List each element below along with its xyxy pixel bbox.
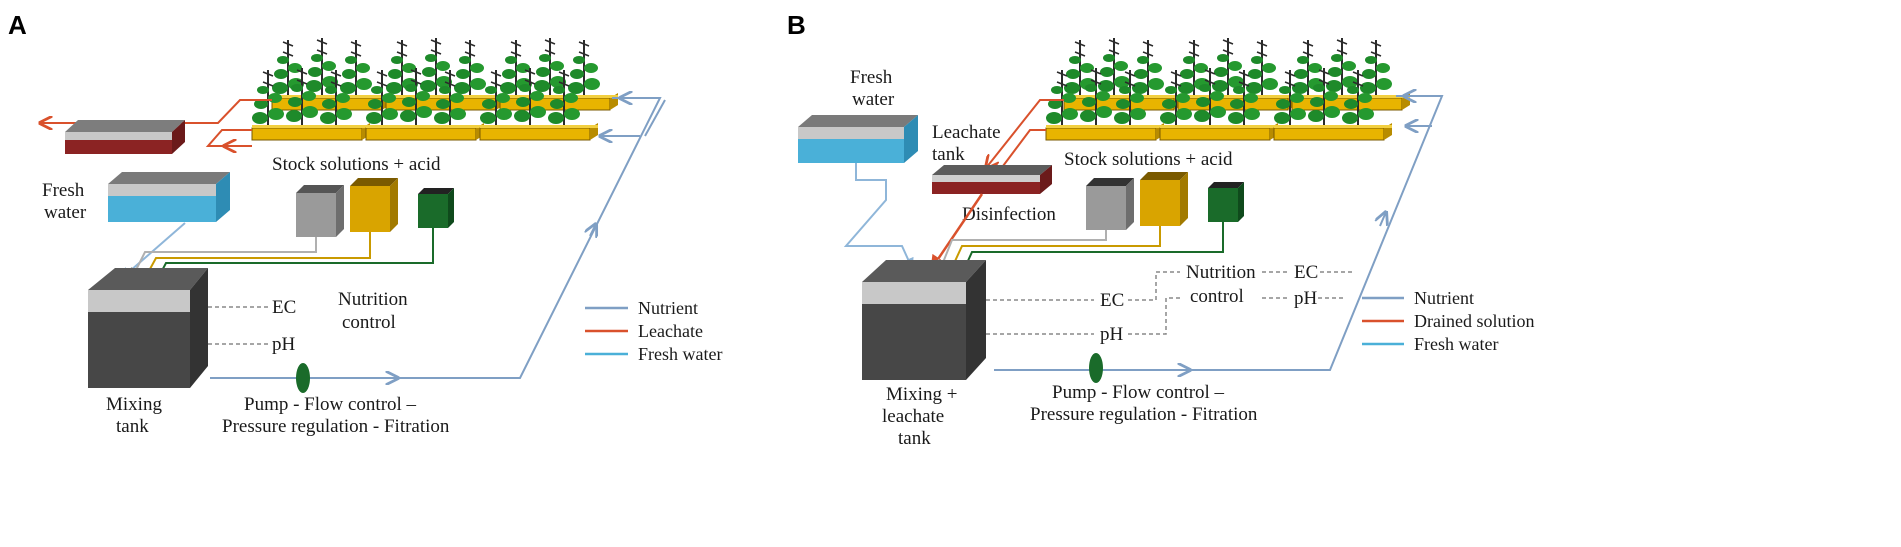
nutrition-control-label-b-1: Nutrition [1186, 262, 1256, 283]
stock-gold-cube-b [1140, 172, 1188, 226]
panel-b-letter: B [787, 10, 806, 40]
leachate-pipe-a [40, 99, 272, 123]
fresh-water-label-b-2: water [852, 89, 895, 110]
mixing-tank-label-a-2: tank [116, 416, 149, 437]
nutrition-control-label-b-2: control [1190, 286, 1244, 307]
mixing-tank-label-b-3: tank [898, 428, 931, 449]
stock-gold-cube-a [350, 178, 398, 232]
plant-trays-a [252, 38, 618, 140]
pump-label-b-1: Pump - Flow control – [1052, 382, 1225, 403]
stock-solutions-label-a: Stock solutions + acid [272, 154, 441, 175]
leachate-tank-a [65, 120, 185, 154]
legend-a-fresh-water: Fresh water [638, 344, 722, 364]
panel-a-letter: A [8, 10, 27, 40]
legend-a-leachate: Leachate [638, 321, 703, 341]
fresh-water-tank-a [108, 172, 230, 222]
panel-a: A [8, 10, 722, 437]
ec-left-label-b: EC [1100, 290, 1124, 311]
stock-gray-cube-a [296, 185, 344, 237]
fresh-water-label-a-2: water [44, 202, 87, 223]
nutrition-control-label-a-2: control [342, 312, 396, 333]
acid-green-cube-a [418, 188, 454, 228]
mixing-leachate-tank-b [862, 260, 986, 380]
leachate-tank-b [932, 165, 1052, 194]
ec-right-label-b: EC [1294, 262, 1318, 283]
pump-label-a-2: Pressure regulation - Fitration [222, 416, 450, 437]
legend-b-nutrient: Nutrient [1414, 288, 1474, 308]
disinfection-label-b: Disinfection [962, 204, 1056, 225]
legend-a: Nutrient Leachate Fresh water [585, 298, 722, 364]
leachate-tank-label-b-2: tank [932, 144, 965, 165]
pump-label-a-1: Pump - Flow control – [244, 394, 417, 415]
drain-pipe-b [986, 99, 1064, 168]
legend-b-drained-solution: Drained solution [1414, 311, 1534, 331]
ec-label-a: EC [272, 297, 296, 318]
ph-left-label-b: pH [1100, 324, 1124, 345]
stock-solutions-label-b: Stock solutions + acid [1064, 149, 1233, 170]
legend-b: Nutrient Drained solution Fresh water [1362, 288, 1534, 354]
ph-label-a: pH [272, 334, 296, 355]
acid-green-cube-b [1208, 182, 1244, 222]
legend-a-nutrient: Nutrient [638, 298, 698, 318]
fresh-water-label-b-1: Fresh [850, 67, 893, 88]
mixing-tank-label-b-2: leachate [882, 406, 944, 427]
ph-right-label-b: pH [1294, 288, 1318, 309]
plant-trays-b [1046, 38, 1410, 140]
leachate-tank-label-b-1: Leachate [932, 122, 1001, 143]
nutrition-control-label-a-1: Nutrition [338, 289, 408, 310]
pump-icon-a [296, 363, 310, 393]
panel-b: B Fresh water [787, 10, 1534, 449]
legend-b-fresh-water: Fresh water [1414, 334, 1498, 354]
mixing-tank-a [88, 268, 208, 388]
pump-icon-b [1089, 353, 1103, 383]
mixing-tank-label-b-1: Mixing + [886, 384, 957, 405]
pump-label-b-2: Pressure regulation - Fitration [1030, 404, 1258, 425]
fresh-water-label-a-1: Fresh [42, 180, 85, 201]
mixing-tank-label-a-1: Mixing [106, 394, 162, 415]
stock-gray-cube-b [1086, 178, 1134, 230]
fresh-water-tank-b [798, 115, 918, 163]
